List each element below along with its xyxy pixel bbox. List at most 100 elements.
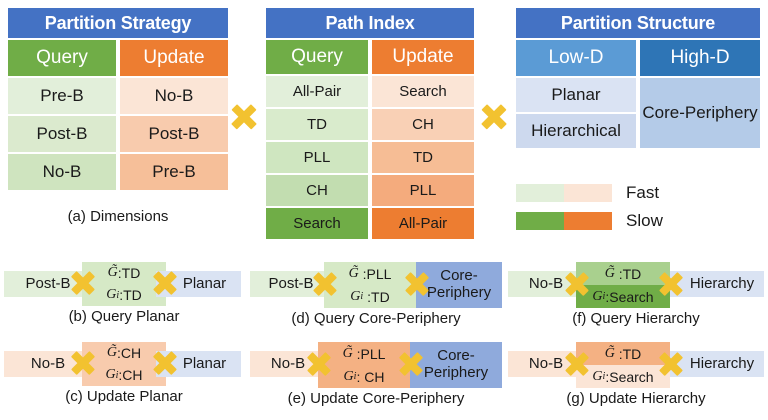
multiply-icon-panel-c-2 — [152, 350, 178, 376]
multiply-icon-panel-d-1 — [312, 271, 338, 297]
panel-d-mid-top: G̃ :PLL — [324, 262, 416, 285]
table-row: TD CH — [266, 109, 474, 140]
table-row: Pre-B No-B — [8, 78, 228, 114]
table-row: CH PLL — [266, 175, 474, 206]
cell-update-1: No-B — [120, 78, 228, 114]
cell-query-3: PLL — [266, 142, 368, 173]
multiply-icon-panel-f-1 — [564, 271, 590, 297]
panel-b-mid-top-value: :TD — [117, 265, 141, 281]
g-tilde-symbol: G̃ — [106, 345, 117, 360]
multiply-icon-panel-c-1 — [70, 350, 96, 376]
g-subscript: i — [602, 371, 606, 382]
legend-swatch-slow-right — [564, 212, 612, 230]
g-tilde-symbol: G̃ — [604, 345, 615, 361]
table-row: No-B Pre-B — [8, 154, 228, 190]
panel-c-mid-bot-value: :CH — [118, 367, 143, 383]
g-symbol: G — [350, 288, 361, 304]
legend-label-slow: Slow — [626, 211, 663, 230]
table-row: All-Pair Search — [266, 76, 474, 107]
panel-d-mid-top-value: :PLL — [362, 265, 392, 282]
cell-update-2: Post-B — [120, 116, 228, 152]
g-tilde-symbol: G̃ — [342, 345, 353, 361]
table-title-partition-strategy: Partition Strategy — [8, 8, 228, 38]
cell-update-5: All-Pair — [372, 208, 474, 239]
g-tilde-symbol: G̃ — [604, 265, 615, 281]
panel-e-mid-top: G̃ :PLL — [318, 342, 410, 365]
multiply-icon-panel-e-2 — [398, 351, 424, 377]
legend-label-fast: Fast — [626, 183, 660, 202]
table-path-index: Path Index Query Update All-Pair Search … — [266, 8, 474, 239]
panel-g-mid-top-value: :TD — [618, 345, 642, 362]
panel-e-mid-bot-value: : CH — [356, 368, 385, 385]
caption-e: (e) Update Core-Periphery — [287, 390, 465, 407]
legend-swatch-fast-right — [564, 184, 612, 202]
cell-update-3: Pre-B — [120, 154, 228, 190]
cell-update-2: CH — [372, 109, 474, 140]
panel-f-mid-top: G̃ :TD — [576, 262, 670, 285]
legend-swatch-slow — [516, 212, 612, 230]
legend-item-slow: Slow — [516, 211, 663, 230]
panel-e-right-chip: Core-Periphery — [410, 342, 502, 388]
caption-f: (f) Query Hierarchy — [572, 310, 700, 327]
cell-planar: Planar — [516, 78, 636, 112]
g-symbol: G — [106, 287, 117, 302]
multiply-icon-panel-d-2 — [404, 271, 430, 297]
column-header-update: Update — [120, 40, 228, 76]
multiply-icon-1 — [230, 103, 258, 131]
caption-d: (d) Query Core-Periphery — [291, 310, 461, 327]
g-subscript: i — [602, 291, 606, 302]
g-subscript: i — [115, 369, 119, 381]
cell-query-5: Search — [266, 208, 368, 239]
g-symbol: G — [343, 368, 354, 384]
cell-query-3: No-B — [8, 154, 116, 190]
table-partition-strategy: Partition Strategy Query Update Pre-B No… — [8, 8, 228, 190]
panel-d-right-chip: Core-Periphery — [416, 262, 502, 308]
column-header-low-d: Low-D — [516, 40, 636, 76]
g-symbol: G — [592, 368, 603, 384]
g-subscript: i — [360, 291, 364, 302]
panel-e-mid-top-value: :PLL — [356, 345, 386, 362]
table-row: PLL TD — [266, 142, 474, 173]
panel-g-right-chip: Hierarchy — [670, 351, 764, 377]
caption-c: (c) Update Planar — [65, 388, 183, 405]
caption-a: (a) Dimensions — [67, 208, 169, 225]
cell-query-1: All-Pair — [266, 76, 368, 107]
cell-query-2: TD — [266, 109, 368, 140]
multiply-icon-panel-b-1 — [70, 270, 96, 296]
cell-query-4: CH — [266, 175, 368, 206]
caption-g: (g) Update Hierarchy — [566, 390, 706, 407]
legend-item-fast: Fast — [516, 183, 660, 202]
table-row: Post-B Post-B — [8, 116, 228, 152]
multiply-icon-panel-f-2 — [658, 271, 684, 297]
multiply-icon-panel-b-2 — [152, 270, 178, 296]
cell-update-1: Search — [372, 76, 474, 107]
cell-core-periphery: Core-Periphery — [640, 78, 760, 148]
legend-swatch-fast — [516, 184, 612, 202]
multiply-icon-panel-g-2 — [658, 351, 684, 377]
panel-c-mid-top-value: :CH — [117, 345, 142, 361]
panel-f-mid-bot-value: :Search — [605, 288, 654, 305]
table-title-partition-structure: Partition Structure — [516, 8, 760, 38]
table-partition-structure: Partition Structure Low-D High-D Planar … — [516, 8, 760, 148]
cell-update-4: PLL — [372, 175, 474, 206]
column-header-update: Update — [372, 40, 474, 74]
column-header-high-d: High-D — [640, 40, 760, 76]
cell-query-2: Post-B — [8, 116, 116, 152]
legend-swatch-slow-left — [516, 212, 564, 230]
cell-hierarchical: Hierarchical — [516, 114, 636, 148]
